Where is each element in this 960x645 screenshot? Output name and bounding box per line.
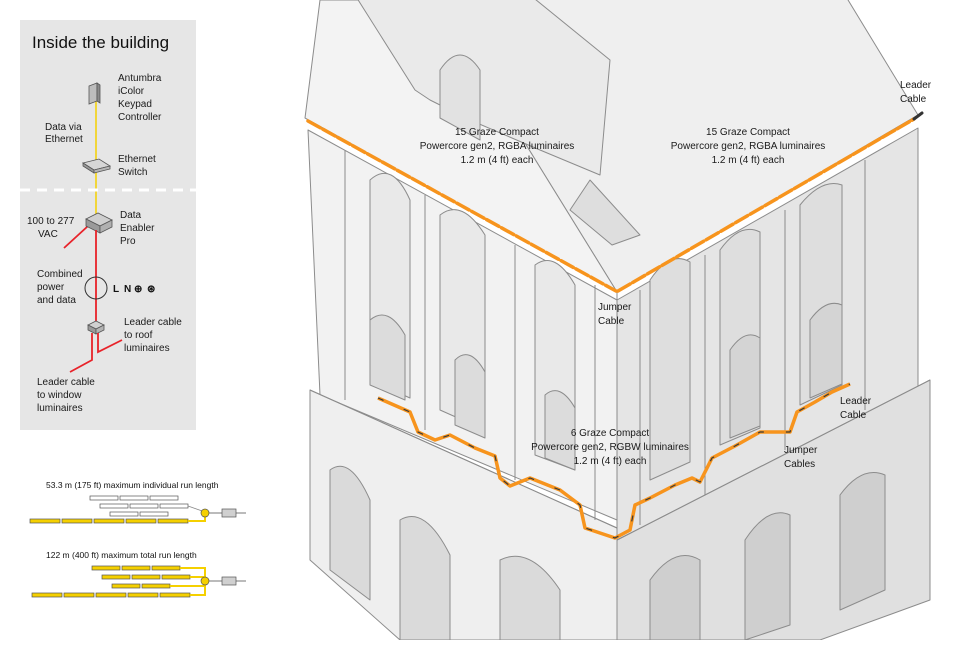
roof-luminaire-run-left: [306, 119, 618, 293]
combined-label-1: Combined: [37, 269, 83, 280]
power-in-cable: [63, 225, 89, 249]
data-link-label-1: Data via: [45, 122, 82, 133]
combined-label-3: and data: [37, 295, 76, 306]
pilaster-lines: [344, 150, 866, 525]
controller-label-2: iColor: [118, 86, 145, 97]
roof-luminaires: [306, 111, 924, 293]
roof-right-label-line1: 15 Graze Compact: [706, 127, 790, 138]
roof-left-label-line1: 15 Graze Compact: [455, 127, 539, 138]
individual-splitter-icon: [200, 508, 210, 518]
splitter-icon: [87, 320, 105, 335]
roof-left-label-line2: Powercore gen2, RGBA luminaires: [420, 141, 575, 152]
data-icon: ⊛: [147, 284, 155, 295]
switch-label-1: Ethernet: [118, 154, 156, 165]
panel-title: Inside the building: [32, 33, 169, 52]
leader-roof-label-1: Leader cable: [124, 317, 182, 328]
leader-window-cable: [69, 333, 93, 373]
roof-left-label: 15 Graze Compact Powercore gen2, RGBA lu…: [420, 127, 575, 166]
roof-left-label-line3: 1.2 m (4 ft) each: [461, 155, 534, 166]
total-yellow-fixtures: [31, 565, 191, 598]
window-label-line1: 6 Graze Compact: [571, 428, 650, 439]
window-luminaires: [377, 382, 851, 540]
right-window-bays: [649, 183, 843, 481]
building-illustration: [304, 0, 931, 641]
total-run-label: 122 m (400 ft) maximum total run length: [46, 550, 197, 560]
leader-side-line2: Cable: [840, 410, 867, 421]
individual-white-fixtures: [89, 495, 189, 517]
data-enabler-icon: [85, 212, 113, 234]
dormer: [357, 0, 611, 176]
roof-right-label-line3: 1.2 m (4 ft) each: [712, 155, 785, 166]
enabler-label-3: Pro: [120, 236, 136, 247]
leader-roof-label-2: to roof: [124, 330, 153, 341]
roof-right-label: 15 Graze Compact Powercore gen2, RGBA lu…: [671, 127, 826, 166]
dormer-arch: [439, 54, 481, 141]
controller-label-3: Keypad: [118, 99, 152, 110]
individual-yellow-fixtures: [29, 518, 189, 524]
window-label: 6 Graze Compact Powercore gen2, RGBW lum…: [531, 428, 689, 467]
leader-top-line2: Cable: [900, 94, 927, 105]
window-luminaire-run: [377, 382, 851, 540]
power-in-label-2: VAC: [38, 229, 58, 240]
total-splitter-icon: [200, 576, 210, 586]
roof-right-label-line2: Powercore gen2, RGBA luminaires: [671, 141, 826, 152]
leader-top-line1: Leader: [900, 80, 932, 91]
inside-building-panel: Inside the building Antumbra iColor Keyp…: [20, 20, 196, 430]
cable-cross-section-icon: [84, 276, 108, 300]
ethernet-switch-icon: [81, 158, 112, 174]
keypad-controller-icon: [88, 82, 101, 105]
jumper-corner-label: Jumper Cable: [598, 302, 632, 327]
leader-roof-cable: [97, 333, 123, 354]
switch-label-2: Switch: [118, 167, 147, 178]
ledge-left: [309, 389, 618, 529]
leader-side-line1: Leader: [840, 396, 872, 407]
roof-leader-cable: [912, 111, 924, 121]
line-symbol: L: [113, 284, 119, 295]
roof-luminaire-run-right: [616, 117, 916, 293]
jumper-corner-line2: Cable: [598, 316, 625, 327]
power-in-label-1: 100 to 277: [27, 216, 75, 227]
leader-cable-top-label: Leader Cable: [900, 80, 932, 105]
leader-window-label-3: luminaires: [37, 403, 83, 414]
combined-label-2: power: [37, 282, 65, 293]
leader-window-label-2: to window: [37, 390, 82, 401]
ground-arches: [329, 465, 886, 641]
leader-roof-label-3: luminaires: [124, 343, 170, 354]
jumper-corner-line1: Jumper: [598, 302, 632, 313]
ledge-right: [616, 379, 931, 541]
jumper-side-line1: Jumper: [784, 445, 818, 456]
dormer-cap: [569, 179, 641, 246]
earth-icon: ⊕: [134, 284, 142, 295]
individual-enabler-icon: [221, 508, 237, 518]
window-label-line2: Powercore gen2, RGBW luminaires: [531, 442, 689, 453]
total-enabler-icon: [221, 576, 237, 586]
jumper-side-line2: Cables: [784, 459, 815, 470]
individual-run-label: 53.3 m (175 ft) maximum individual run l…: [46, 480, 219, 490]
enabler-label-1: Data: [120, 210, 142, 221]
run-length-individual: 53.3 m (175 ft) maximum individual run l…: [29, 480, 246, 524]
jumper-side-label: Jumper Cables: [784, 445, 818, 470]
run-length-total: 122 m (400 ft) maximum total run length: [31, 550, 246, 598]
neutral-symbol: N: [124, 284, 131, 295]
data-link-label-2: Ethernet: [45, 134, 83, 145]
leader-window-label-1: Leader cable: [37, 377, 95, 388]
controller-label-1: Antumbra: [118, 73, 162, 84]
enabler-label-2: Enabler: [120, 223, 155, 234]
left-window-bays: [369, 172, 576, 471]
leader-cable-side-label: Leader Cable: [840, 396, 872, 421]
controller-label-4: Controller: [118, 112, 162, 123]
window-label-line3: 1.2 m (4 ft) each: [574, 456, 647, 467]
